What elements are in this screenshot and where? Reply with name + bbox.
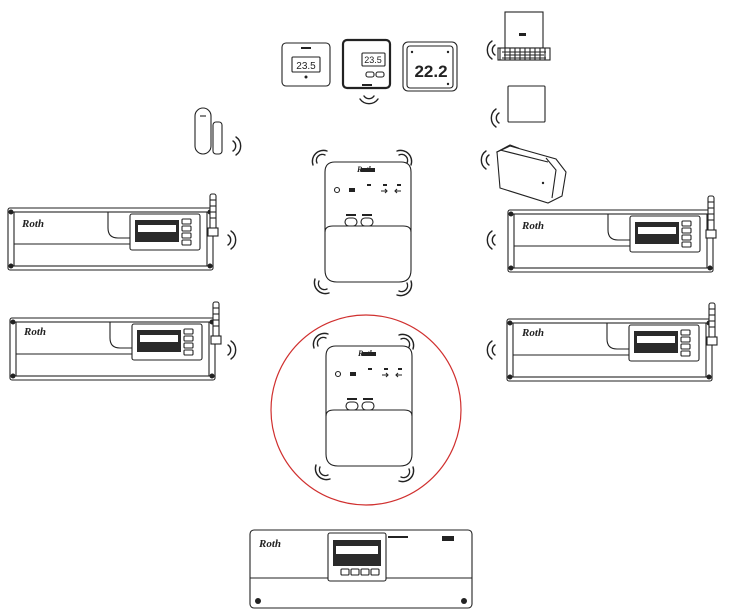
wireless-signal-icon xyxy=(311,149,328,166)
ceiling-sensor xyxy=(497,11,551,61)
brand-logo: Roth xyxy=(521,220,544,232)
wireless-signal-icon xyxy=(227,230,237,250)
brand-logo: Roth xyxy=(521,327,544,339)
brand-logo: Roth xyxy=(357,349,375,358)
wireless-signal-icon xyxy=(396,280,413,297)
wireless-module-lower xyxy=(325,345,413,467)
wireless-signal-icon xyxy=(486,340,496,360)
thermostat-display-2: 23.5 xyxy=(364,55,382,65)
wireless-signal-icon xyxy=(312,332,329,349)
wireless-signal-icon xyxy=(313,278,330,295)
actuator-head xyxy=(495,144,567,204)
wireless-signal-icon xyxy=(490,108,500,128)
wireless-signal-icon xyxy=(486,40,496,60)
wireless-signal-icon xyxy=(232,136,242,156)
thermostat-black-small: 23.5 xyxy=(341,38,392,90)
window-contact-sensor xyxy=(194,107,223,155)
wireless-signal-icon xyxy=(398,466,415,483)
controller-right-lower: Roth xyxy=(506,302,718,382)
thermostat-display-1: 23.5 xyxy=(296,61,316,72)
room-sensor-square xyxy=(507,85,546,123)
brand-logo: Roth xyxy=(23,326,46,338)
wireless-signal-icon xyxy=(480,150,490,170)
wireless-signal-icon xyxy=(227,340,237,360)
thermostat-white-small: 23.5 xyxy=(281,42,331,87)
main-controller-bottom xyxy=(249,529,473,609)
thermostat-touch: 22.2 xyxy=(402,41,458,92)
brand-logo: Roth xyxy=(356,165,374,174)
wireless-signal-icon xyxy=(359,95,379,105)
wireless-signal-icon xyxy=(314,464,331,481)
controller-right-upper: Roth xyxy=(507,195,717,273)
controller-left-upper: Roth xyxy=(7,193,219,271)
highlight-circle xyxy=(270,314,462,506)
wireless-module-upper xyxy=(324,161,412,283)
wireless-signal-icon xyxy=(486,230,496,250)
brand-logo: Roth xyxy=(258,538,281,550)
controller-left-lower: Roth xyxy=(9,301,222,381)
brand-logo: Roth xyxy=(21,218,44,230)
thermostat-display-3: 22.2 xyxy=(414,62,447,81)
